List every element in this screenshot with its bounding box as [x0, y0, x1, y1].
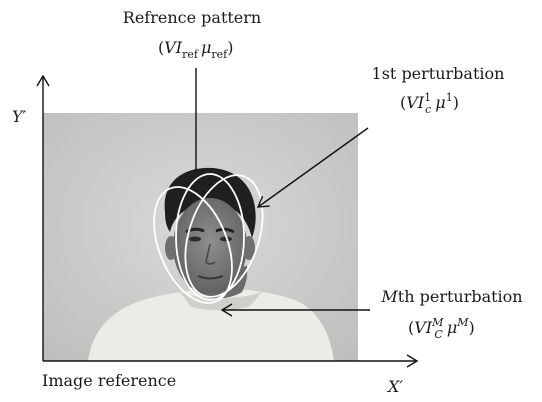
photo-sweater-shadow [180, 292, 262, 311]
photo-left-eyebrow [185, 227, 205, 234]
photo-right-ear [243, 236, 255, 260]
first-perturbation-ellipse [184, 174, 264, 298]
reference-ellipse [175, 173, 245, 301]
axes [36, 74, 419, 368]
reference-title: Refrence pattern [123, 8, 261, 27]
photo-sweater [88, 290, 334, 361]
mth-perturbation-ellipse [153, 186, 233, 304]
ellipse-group [153, 173, 264, 304]
photo-right-eye [220, 236, 232, 242]
leader-lines [195, 68, 370, 317]
photo-mouth [197, 275, 224, 280]
y-axis-label: Y′ [12, 107, 27, 126]
photo-left-ear [165, 236, 177, 260]
photo-left-eye [189, 236, 201, 242]
image-reference-label: Image reference [42, 371, 176, 390]
photo-right-eyebrow [215, 227, 235, 234]
first-perturbation-arrow [256, 127, 369, 208]
first-perturbation-title: 1st perturbation [372, 64, 505, 83]
x-axis-label: X′ [386, 377, 403, 396]
face-photo [43, 113, 358, 361]
photo-nose [205, 243, 216, 265]
mth-perturbation-title: Mth perturbation [380, 287, 522, 306]
